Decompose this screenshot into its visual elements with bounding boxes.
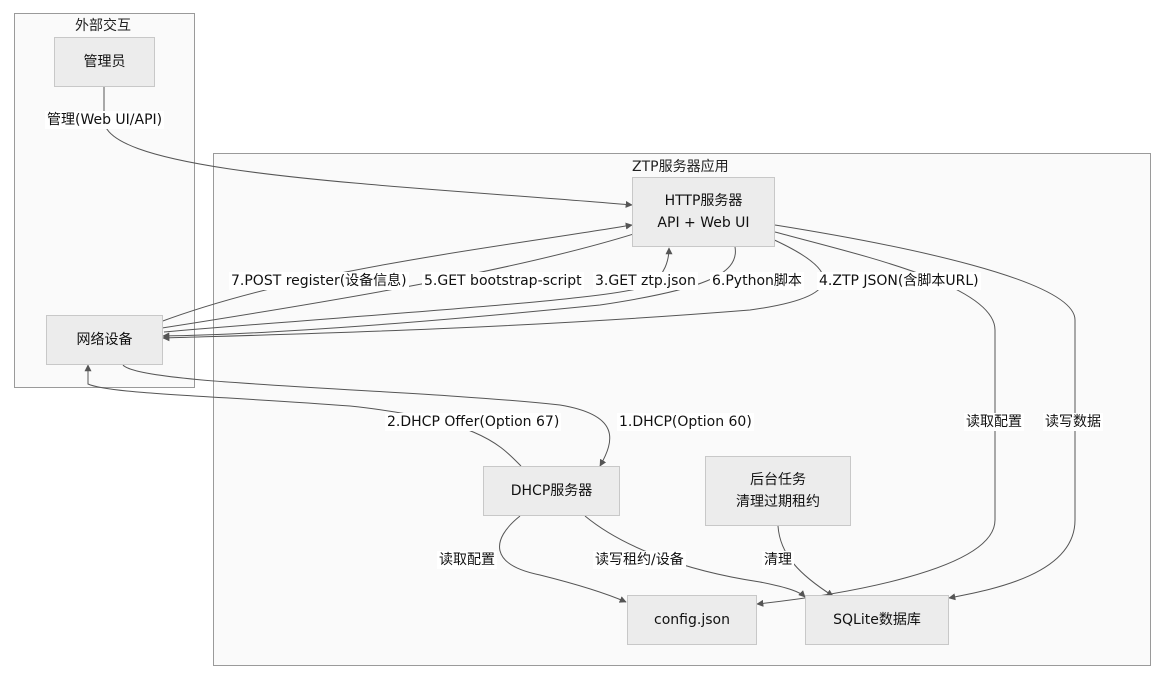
admin-label: 管理员 bbox=[83, 54, 126, 70]
edge-device-to-http-post bbox=[159, 222, 633, 323]
edge-label-ztp-json: 4.ZTP JSON(含脚本URL) bbox=[817, 272, 981, 290]
edge-label-task-clean: 清理 bbox=[762, 551, 794, 569]
edge-http-to-sqlite bbox=[774, 224, 1076, 601]
edge-http-to-config bbox=[756, 231, 996, 607]
edge-label-dhcp-request: 1.DHCP(Option 60) bbox=[617, 413, 754, 431]
background-task-node[interactable]: 后台任务 清理过期租约 bbox=[705, 456, 851, 526]
edge-http-to-device-python bbox=[162, 246, 736, 340]
dhcp-server-node[interactable]: DHCP服务器 bbox=[483, 466, 620, 516]
edge-device-to-dhcp bbox=[122, 364, 611, 467]
edge-label-admin-manage: 管理(Web UI/API) bbox=[45, 111, 165, 129]
edge-label-get-bootstrap: 5.GET bootstrap-script bbox=[422, 272, 584, 290]
edge-label-get-ztp: 3.GET ztp.json bbox=[593, 272, 698, 290]
http-label-line2: API + Web UI bbox=[657, 215, 750, 231]
sqlite-db-node[interactable]: SQLite数据库 bbox=[805, 595, 949, 645]
edge-label-http-rw-data: 读写数据 bbox=[1043, 413, 1103, 431]
edge-label-python-script: 6.Python脚本 bbox=[710, 272, 804, 290]
edge-label-dhcp-rw-lease: 读写租约/设备 bbox=[593, 551, 686, 569]
config-json-node[interactable]: config.json bbox=[627, 595, 757, 645]
network-device-node[interactable]: 网络设备 bbox=[46, 315, 163, 365]
admin-node[interactable]: 管理员 bbox=[54, 37, 155, 87]
edge-label-dhcp-read-config: 读取配置 bbox=[437, 551, 497, 569]
http-server-node[interactable]: HTTP服务器 API + Web UI bbox=[632, 177, 775, 247]
edge-dhcp-to-config bbox=[499, 515, 627, 603]
sqlite-label: SQLite数据库 bbox=[833, 612, 921, 628]
http-label-line1: HTTP服务器 bbox=[664, 193, 743, 209]
edge-device-to-http-ztp bbox=[163, 247, 673, 333]
edge-label-http-read-config: 读取配置 bbox=[964, 413, 1024, 431]
edge-admin-to-http bbox=[103, 87, 633, 208]
config-label: config.json bbox=[654, 612, 730, 628]
ztp-group-title: ZTP服务器应用 bbox=[632, 159, 729, 175]
edge-label-dhcp-offer: 2.DHCP Offer(Option 67) bbox=[385, 413, 562, 431]
device-label: 网络设备 bbox=[76, 332, 133, 348]
edge-dhcp-to-device-offer bbox=[84, 364, 522, 467]
edge-label-post-register: 7.POST register(设备信息) bbox=[229, 272, 409, 290]
task-label-line1: 后台任务 bbox=[750, 472, 806, 488]
task-label-line2: 清理过期租约 bbox=[736, 494, 820, 510]
dhcp-label: DHCP服务器 bbox=[510, 483, 593, 499]
external-group-title: 外部交互 bbox=[75, 18, 131, 34]
edge-dhcp-to-sqlite bbox=[584, 515, 806, 598]
